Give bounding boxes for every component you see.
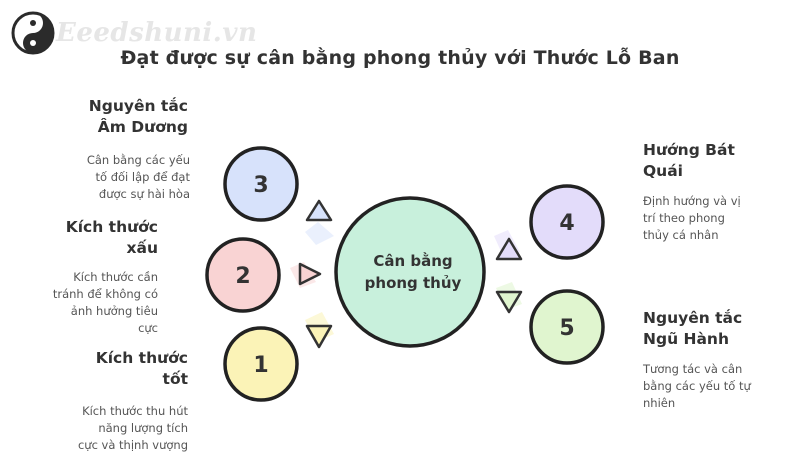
arrow-5-icon — [495, 290, 523, 314]
item-4-desc-line2: trí theo phong — [643, 211, 725, 225]
center-label-line1: Cân bằng — [373, 252, 453, 270]
item-2-desc-line4: cực — [138, 321, 158, 335]
item-2-title-line2: xấu — [126, 239, 159, 257]
arrow-4-icon — [495, 237, 523, 261]
item-4-title: Hướng Bát Quái — [643, 140, 783, 182]
node-3: 3 — [223, 146, 299, 222]
item-2-title: Kích thước xấu — [40, 217, 158, 259]
item-2-desc-line2: tránh để không có — [52, 287, 158, 301]
item-5-title-line2: Ngũ Hành — [643, 330, 729, 348]
item-4-title-line2: Quái — [643, 162, 683, 180]
center-label: Cân bằng phong thủy — [338, 250, 488, 294]
node-2: 2 — [205, 237, 281, 313]
item-1-description: Kích thước thu hút năng lượng tích cực v… — [30, 403, 188, 454]
item-1-desc-line2: năng lượng tích — [98, 421, 188, 435]
item-3-title-line2: Âm Dương — [97, 118, 188, 136]
arrow-1-icon — [305, 324, 333, 349]
watermark-text: Eeedshuni.vn — [56, 18, 258, 48]
center-circle — [334, 196, 486, 348]
node-4: 4 — [529, 184, 605, 260]
item-2-desc-line3: ảnh hưởng tiêu — [70, 304, 158, 318]
item-3-desc-line2: tố đối lập để đạt — [95, 170, 190, 184]
item-3-description: Cân bằng các yếu tố đối lập để đạt được … — [40, 152, 190, 203]
item-3-desc-line1: Cân bằng các yếu — [86, 153, 190, 167]
item-4-description: Định hướng và vị trí theo phong thủy cá … — [643, 193, 793, 244]
arrow-2-icon — [298, 262, 322, 286]
item-5-desc-line1: Tương tác và cân — [643, 362, 743, 376]
item-3-title-line1: Nguyên tắc — [88, 97, 188, 115]
item-1-title: Kích thước tốt — [40, 348, 188, 390]
item-3-desc-line3: được sự hài hòa — [98, 187, 190, 201]
item-5-title: Nguyên tắc Ngũ Hành — [643, 308, 793, 350]
item-1-title-line1: Kích thước — [95, 349, 188, 367]
item-2-desc-line1: Kích thước cần — [73, 270, 158, 284]
node-2-number: 2 — [235, 264, 250, 289]
item-4-desc-line1: Định hướng và vị — [643, 194, 741, 208]
watermark-logo: Eeedshuni.vn — [10, 8, 257, 58]
page-title: Đạt được sự cân bằng phong thủy với Thướ… — [120, 47, 680, 69]
item-1-desc-line3: cực và thịnh vượng — [77, 438, 188, 452]
center-label-line2: phong thủy — [364, 274, 462, 292]
item-5-desc-line2: bằng các yếu tố tự — [643, 379, 751, 393]
node-1: 1 — [223, 326, 299, 402]
item-5-desc-line3: nhiên — [643, 396, 676, 410]
item-2-title-line1: Kích thước — [65, 218, 158, 236]
node-5: 5 — [529, 289, 605, 365]
item-1-title-line2: tốt — [162, 370, 188, 388]
item-1-desc-line1: Kích thước thu hút — [82, 404, 188, 418]
node-1-number: 1 — [253, 353, 268, 378]
yin-yang-icon — [11, 11, 55, 55]
item-4-title-line1: Hướng Bát — [643, 141, 735, 159]
arrow-3-icon — [305, 199, 333, 222]
item-3-title: Nguyên tắc Âm Dương — [40, 96, 188, 138]
node-5-number: 5 — [559, 316, 574, 341]
item-2-description: Kích thước cần tránh để không có ảnh hưở… — [30, 269, 158, 337]
node-3-number: 3 — [253, 173, 268, 198]
item-5-description: Tương tác và cân bằng các yếu tố tự nhiê… — [643, 361, 795, 412]
node-4-number: 4 — [559, 211, 574, 236]
item-4-desc-line3: thủy cá nhân — [643, 228, 719, 242]
item-5-title-line1: Nguyên tắc — [643, 309, 743, 327]
